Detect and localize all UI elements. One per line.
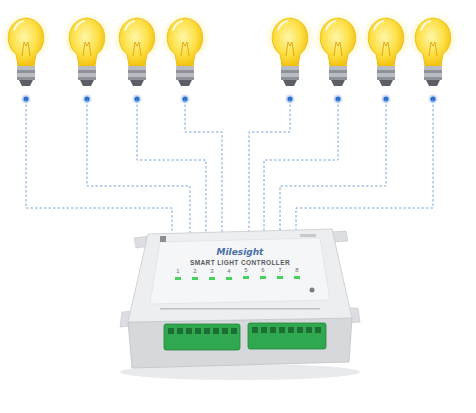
led: [192, 277, 198, 280]
channel-number: 3: [210, 268, 213, 275]
channel-number: 7: [278, 267, 281, 274]
light-bulb: [112, 13, 162, 104]
model-plate: [300, 234, 316, 237]
led-row: [175, 276, 300, 280]
device-label: MilesightSMART LIGHT CONTROLLER: [186, 245, 294, 269]
product-name: SMART LIGHT CONTROLLER: [190, 258, 290, 267]
terminal-block: [164, 324, 240, 350]
led: [175, 277, 181, 280]
light-bulb: [62, 13, 112, 104]
panel: [150, 238, 330, 304]
wire: [137, 100, 206, 233]
light-bulb: [313, 13, 363, 104]
screw: [279, 327, 285, 333]
led: [209, 277, 215, 280]
channel-number: 1: [176, 268, 179, 275]
channel-number: 6: [261, 267, 264, 274]
screw: [195, 328, 201, 334]
brand-name: Milesight: [190, 247, 290, 258]
channel-number: 2: [193, 268, 196, 275]
wire: [185, 100, 222, 233]
screw: [168, 328, 174, 334]
led: [243, 276, 249, 279]
screw: [288, 327, 294, 333]
terminal-marks: [160, 308, 320, 310]
channel-number: 5: [244, 267, 247, 274]
button: [310, 288, 315, 293]
screw: [270, 327, 276, 333]
light-bulb: [1, 13, 51, 104]
screw: [297, 327, 303, 333]
wires: [26, 100, 433, 234]
wire: [26, 100, 172, 234]
front-face: [128, 318, 352, 368]
screw: [306, 327, 312, 333]
controller-housing: [120, 229, 360, 380]
mark-strip: [160, 308, 320, 310]
led: [226, 277, 232, 280]
led: [294, 276, 300, 279]
wire: [249, 100, 290, 232]
screw: [222, 328, 228, 334]
light-bulb: [160, 13, 210, 104]
icon: [160, 236, 166, 242]
screw: [204, 328, 210, 334]
wire: [87, 100, 190, 234]
channel-number: 8: [295, 267, 298, 274]
led: [277, 276, 283, 279]
channel-number: 4: [227, 268, 230, 275]
screw: [177, 328, 183, 334]
screw: [231, 328, 237, 334]
top-face: [128, 229, 352, 322]
terminal-block: [248, 323, 326, 349]
terminal-screws: [168, 327, 321, 334]
screw: [315, 327, 321, 333]
screw: [261, 327, 267, 333]
wire: [264, 100, 338, 232]
light-bulbs: [1, 13, 458, 104]
screw: [252, 327, 258, 333]
light-bulb: [361, 13, 411, 104]
wire: [296, 100, 433, 231]
light-bulb: [408, 13, 458, 104]
screw: [186, 328, 192, 334]
light-bulb: [265, 13, 315, 104]
led: [260, 276, 266, 279]
screw: [213, 328, 219, 334]
